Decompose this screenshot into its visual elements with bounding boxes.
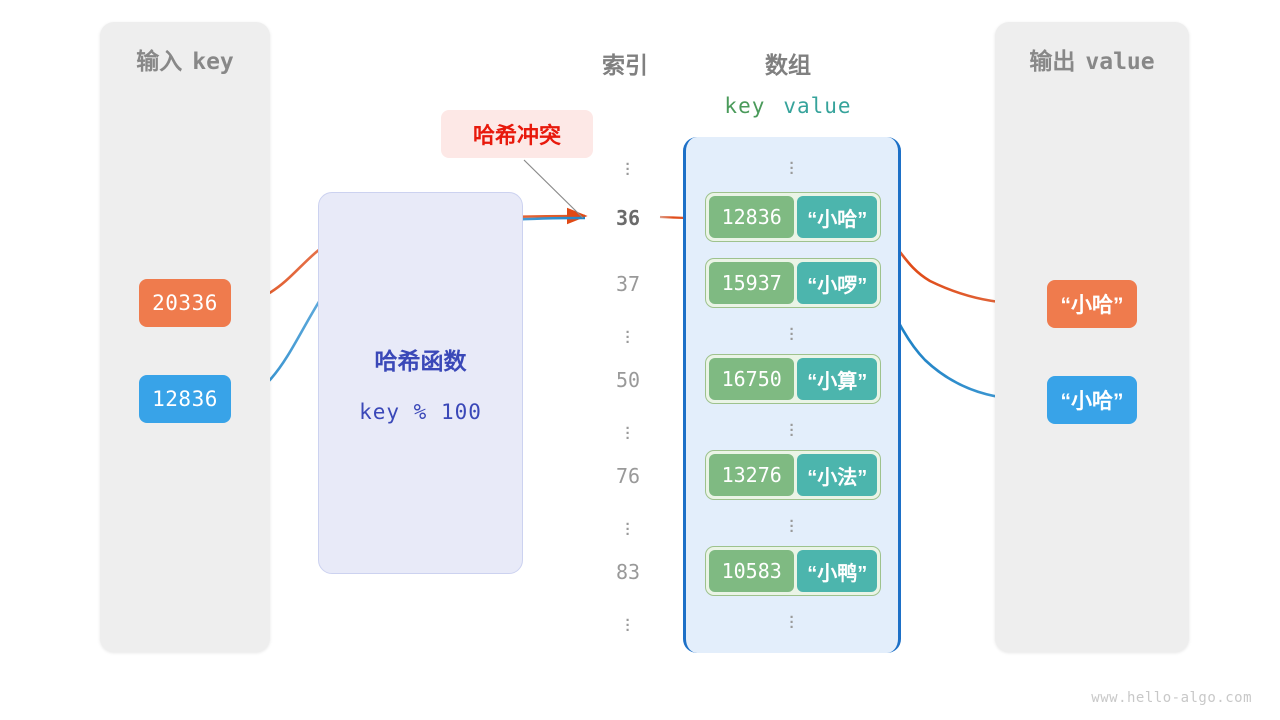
index-76[interactable]: 76 — [615, 464, 641, 488]
value-heading-label: value — [783, 94, 852, 118]
bucket-76-key: 13276 — [709, 454, 795, 496]
index-50[interactable]: 50 — [615, 368, 641, 392]
index-ellipsis-bottom: ··· — [625, 612, 631, 639]
index-83[interactable]: 83 — [615, 560, 641, 584]
bucket-36[interactable]: 12836 “小哈” — [705, 192, 881, 242]
index-36[interactable]: 36 — [615, 206, 641, 230]
index-ellipsis-2: ··· — [625, 420, 631, 447]
index-ellipsis-3: ··· — [625, 516, 631, 543]
index-column: ··· 36 37 ··· 50 ··· 76 ··· 83 ··· — [598, 140, 658, 650]
index-ellipsis-1: ··· — [625, 324, 631, 351]
index-column-heading: 索引 — [602, 52, 648, 78]
bucket-36-key: 12836 — [709, 196, 795, 238]
array-ellipsis-3: ··· — [789, 513, 795, 540]
bucket-50-key: 16750 — [709, 358, 795, 400]
input-panel: 输入 key — [100, 22, 270, 652]
collision-leader-line — [523, 159, 584, 219]
bucket-76-value: “小法” — [797, 454, 877, 496]
watermark: www.hello-algo.com — [1091, 690, 1252, 706]
hash-function-box: 哈希函数 key % 100 — [318, 192, 523, 574]
output-value-chip-orange[interactable]: “小哈” — [1047, 280, 1137, 328]
index-ellipsis-top: ··· — [625, 156, 631, 183]
output-value-chip-blue[interactable]: “小哈” — [1047, 376, 1137, 424]
bucket-76[interactable]: 13276 “小法” — [705, 450, 881, 500]
hash-function-title: 哈希函数 — [374, 348, 467, 374]
bucket-50[interactable]: 16750 “小算” — [705, 354, 881, 404]
bucket-37-key: 15937 — [709, 262, 795, 304]
array-ellipsis-bottom: ··· — [789, 609, 795, 636]
output-panel: 输出 value — [995, 22, 1189, 652]
input-panel-title: 输入 key — [100, 42, 270, 76]
bucket-37[interactable]: 15937 “小啰” — [705, 258, 881, 308]
bucket-37-value: “小啰” — [797, 262, 877, 304]
output-panel-title: 输出 value — [995, 42, 1189, 76]
bucket-36-value: “小哈” — [797, 196, 877, 238]
array-column-heading: 数组 — [765, 52, 811, 78]
input-panel-title-mono: key — [192, 49, 234, 75]
output-panel-title-cn: 输出 — [1029, 48, 1076, 74]
array-ellipsis-top: ··· — [789, 155, 795, 182]
input-panel-title-cn: 输入 — [136, 48, 183, 74]
array-ellipsis-1: ··· — [789, 321, 795, 348]
output-panel-title-mono: value — [1085, 49, 1155, 75]
input-key-chip-12836[interactable]: 12836 — [139, 375, 231, 423]
bucket-83[interactable]: 10583 “小鸭” — [705, 546, 881, 596]
index-37[interactable]: 37 — [615, 272, 641, 296]
hash-function-expression: key % 100 — [359, 400, 482, 424]
key-value-heading: key value — [688, 94, 888, 118]
array-container: ··· 12836 “小哈” 15937 “小啰” ··· 16750 “小算”… — [683, 137, 901, 653]
bucket-83-value: “小鸭” — [797, 550, 877, 592]
bucket-83-key: 10583 — [709, 550, 795, 592]
collision-callout: 哈希冲突 — [441, 110, 593, 158]
key-heading-label: key — [724, 94, 766, 118]
bucket-50-value: “小算” — [797, 358, 877, 400]
input-key-chip-20336[interactable]: 20336 — [139, 279, 231, 327]
array-ellipsis-2: ··· — [789, 417, 795, 444]
